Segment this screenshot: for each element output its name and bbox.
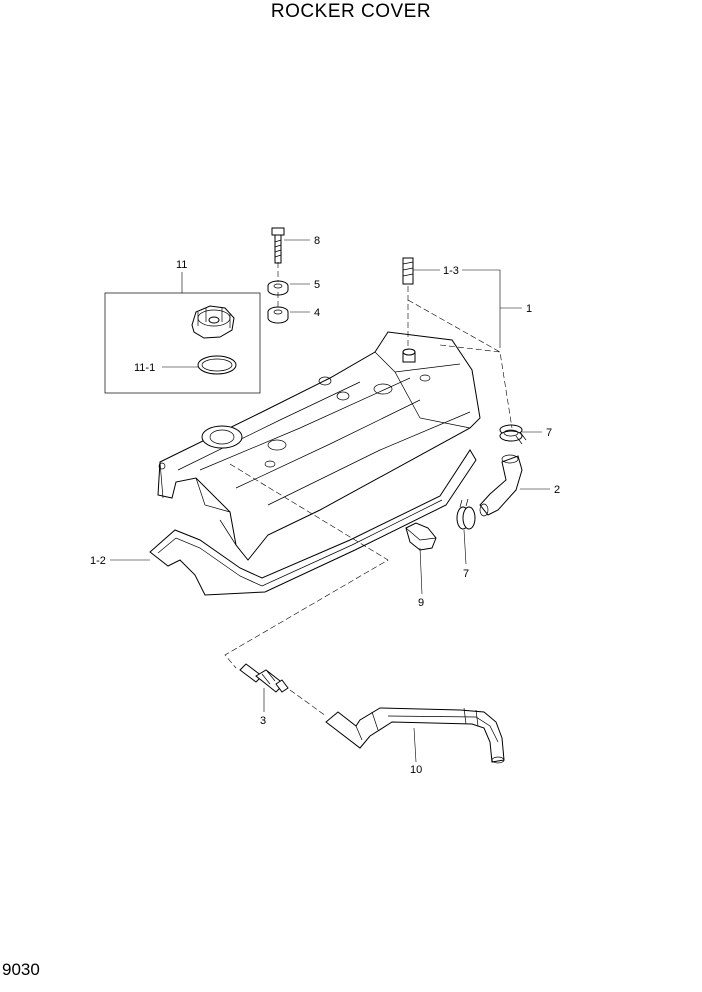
- ventilation-hose-part: [325, 707, 505, 764]
- callout-1-3: 1-3: [443, 265, 459, 277]
- callout-10: 10: [410, 764, 422, 776]
- rocker-cover-part: [157, 331, 481, 561]
- hose-clamp-part: [456, 498, 476, 530]
- callout-1-2: 1-2: [90, 555, 106, 567]
- pcv-valve-part: [239, 663, 289, 693]
- callout-5: 5: [314, 279, 320, 291]
- callout-3: 3: [260, 715, 266, 727]
- stud-part: [402, 257, 414, 285]
- oil-filler-cap-group: [104, 292, 261, 394]
- hose-clamp-part: [499, 424, 527, 445]
- callout-11-1: 11-1: [134, 362, 155, 374]
- callout-4: 4: [314, 307, 320, 319]
- callout-7-upper: 7: [546, 427, 552, 439]
- breather-hose-part: [479, 454, 523, 517]
- callout-7-lower: 7: [463, 568, 469, 580]
- leader-lines: [110, 239, 550, 763]
- washer-part: [267, 280, 289, 296]
- callout-8: 8: [314, 235, 320, 247]
- callout-9: 9: [418, 597, 424, 609]
- bolt-part: [271, 227, 285, 264]
- callout-11: 11: [176, 259, 187, 271]
- assembly-guide-lines: [224, 262, 513, 717]
- rocker-cover-gasket: [149, 449, 477, 596]
- page-title: ROCKER COVER: [270, 1, 432, 22]
- page-number: 9030: [2, 960, 40, 979]
- half-moon-plug-part: [405, 522, 437, 551]
- callout-1: 1: [526, 303, 532, 315]
- rubber-seal-part: [267, 306, 289, 324]
- callout-2: 2: [554, 484, 560, 496]
